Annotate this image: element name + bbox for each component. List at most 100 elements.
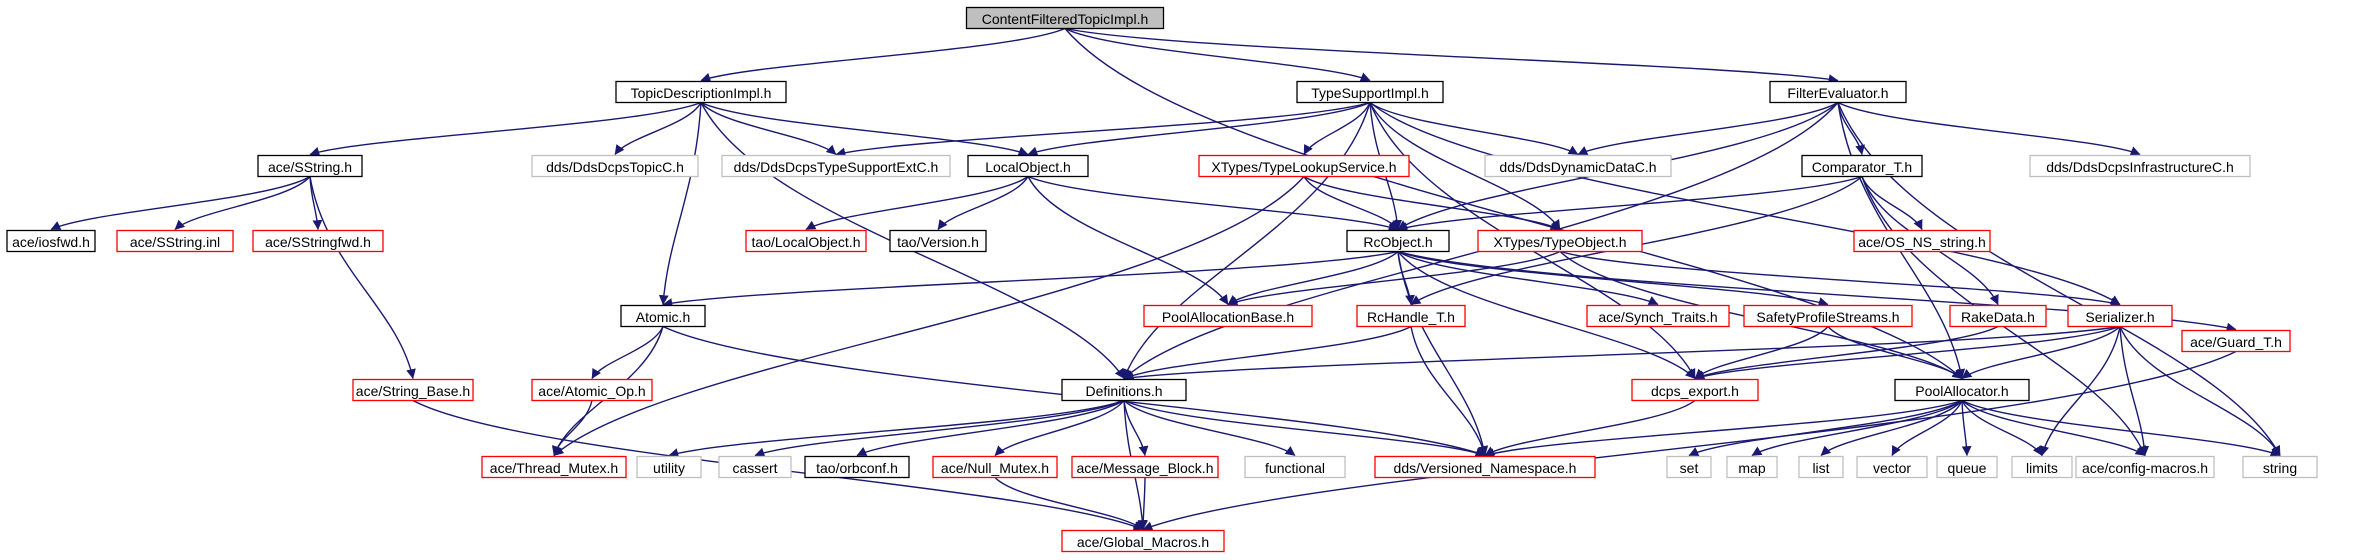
node-box[interactable] xyxy=(257,154,363,178)
node-box[interactable] xyxy=(2011,455,2073,479)
node-box[interactable] xyxy=(965,6,1165,30)
node-box[interactable] xyxy=(1666,455,1712,479)
node-ssr[interactable]: ace/SString.h xyxy=(257,154,363,178)
node-box[interactable] xyxy=(745,229,867,253)
node-ssi[interactable]: ace/SString.inl xyxy=(116,229,234,253)
node-box[interactable] xyxy=(1631,378,1759,402)
node-box[interactable] xyxy=(6,229,96,253)
node-box[interactable] xyxy=(1769,80,1907,104)
node-box[interactable] xyxy=(1484,154,1672,178)
node-box[interactable] xyxy=(804,455,910,479)
node-nmx[interactable]: ace/Null_Mutex.h xyxy=(932,455,1058,479)
node-box[interactable] xyxy=(636,455,702,479)
node-box[interactable] xyxy=(620,304,706,328)
node-box[interactable] xyxy=(1477,229,1643,253)
node-box[interactable] xyxy=(531,154,699,178)
node-tve[interactable]: tao/Version.h xyxy=(889,229,987,253)
node-box[interactable] xyxy=(1244,455,1346,479)
node-box[interactable] xyxy=(1143,304,1313,328)
node-box[interactable] xyxy=(1726,455,1778,479)
node-acm[interactable]: ace/config-macros.h xyxy=(2075,455,2215,479)
node-box[interactable] xyxy=(1801,154,1923,178)
node-box[interactable] xyxy=(932,455,1058,479)
node-ser[interactable]: Serializer.h xyxy=(2067,304,2173,328)
node-box[interactable] xyxy=(1743,304,1913,328)
node-agm[interactable]: ace/Global_Macros.h xyxy=(1061,529,1225,553)
node-aop[interactable]: ace/Atomic_Op.h xyxy=(531,378,653,402)
node-dic[interactable]: dds/DdsDcpsInfrastructureC.h xyxy=(2029,154,2251,178)
node-box[interactable] xyxy=(1198,154,1410,178)
node-box[interactable] xyxy=(1061,378,1187,402)
node-lim[interactable]: limits xyxy=(2011,455,2073,479)
node-xto[interactable]: XTypes/TypeObject.h xyxy=(1477,229,1643,253)
node-sba[interactable]: ace/String_Base.h xyxy=(352,378,474,402)
node-tdi[interactable]: TopicDescriptionImpl.h xyxy=(615,80,787,104)
node-dex[interactable]: dcps_export.h xyxy=(1631,378,1759,402)
node-box[interactable] xyxy=(721,154,951,178)
node-box[interactable] xyxy=(1894,378,2030,402)
node-box[interactable] xyxy=(967,154,1089,178)
node-pab[interactable]: PoolAllocationBase.h xyxy=(1143,304,1313,328)
node-box[interactable] xyxy=(1356,304,1466,328)
node-box[interactable] xyxy=(1949,304,2047,328)
node-box[interactable] xyxy=(1296,80,1444,104)
node-box[interactable] xyxy=(116,229,234,253)
node-loc[interactable]: LocalObject.h xyxy=(967,154,1089,178)
node-box[interactable] xyxy=(1061,529,1225,553)
node-ddd[interactable]: dds/DdsDynamicDataC.h xyxy=(1484,154,1672,178)
node-str[interactable]: string xyxy=(2242,455,2318,479)
node-lst[interactable]: list xyxy=(1798,455,1844,479)
node-box[interactable] xyxy=(2242,455,2318,479)
node-vns[interactable]: dds/Versioned_Namespace.h xyxy=(1374,455,1596,479)
node-rch[interactable]: RcHandle_T.h xyxy=(1356,304,1466,328)
node-def[interactable]: Definitions.h xyxy=(1061,378,1187,402)
node-box[interactable] xyxy=(2181,329,2291,353)
node-box[interactable] xyxy=(2075,455,2215,479)
node-tmx[interactable]: ace/Thread_Mutex.h xyxy=(481,455,627,479)
node-box[interactable] xyxy=(1936,455,1998,479)
node-que[interactable]: queue xyxy=(1936,455,1998,479)
node-utl[interactable]: utility xyxy=(636,455,702,479)
node-pal[interactable]: PoolAllocator.h xyxy=(1894,378,2030,402)
node-fun[interactable]: functional xyxy=(1244,455,1346,479)
node-tsi[interactable]: TypeSupportImpl.h xyxy=(1296,80,1444,104)
node-box[interactable] xyxy=(1853,229,1991,253)
node-syn[interactable]: ace/Synch_Traits.h xyxy=(1586,304,1730,328)
node-set[interactable]: set xyxy=(1666,455,1712,479)
node-ssf[interactable]: ace/SStringfwd.h xyxy=(252,229,384,253)
node-box[interactable] xyxy=(252,229,384,253)
node-box[interactable] xyxy=(1586,304,1730,328)
node-box[interactable] xyxy=(2067,304,2173,328)
node-rco[interactable]: RcObject.h xyxy=(1346,229,1450,253)
node-box[interactable] xyxy=(1374,455,1596,479)
node-dts[interactable]: dds/DdsDcpsTypeSupportExtC.h xyxy=(721,154,951,178)
node-amb[interactable]: ace/Message_Block.h xyxy=(1071,455,1219,479)
node-fev[interactable]: FilterEvaluator.h xyxy=(1769,80,1907,104)
node-ios[interactable]: ace/iosfwd.h xyxy=(6,229,96,253)
node-grd[interactable]: ace/Guard_T.h xyxy=(2181,329,2291,353)
node-map[interactable]: map xyxy=(1726,455,1778,479)
node-orb[interactable]: tao/orbconf.h xyxy=(804,455,910,479)
node-box[interactable] xyxy=(352,378,474,402)
node-cft[interactable]: ContentFilteredTopicImpl.h xyxy=(965,6,1165,30)
node-dtc[interactable]: dds/DdsDcpsTopicC.h xyxy=(531,154,699,178)
node-vec[interactable]: vector xyxy=(1856,455,1928,479)
node-atm[interactable]: Atomic.h xyxy=(620,304,706,328)
node-box[interactable] xyxy=(889,229,987,253)
node-box[interactable] xyxy=(718,455,792,479)
node-ons[interactable]: ace/OS_NS_string.h xyxy=(1853,229,1991,253)
node-rak[interactable]: RakeData.h xyxy=(1949,304,2047,328)
node-box[interactable] xyxy=(481,455,627,479)
node-box[interactable] xyxy=(1071,455,1219,479)
node-tlo[interactable]: tao/LocalObject.h xyxy=(745,229,867,253)
node-cas[interactable]: cassert xyxy=(718,455,792,479)
node-sps[interactable]: SafetyProfileStreams.h xyxy=(1743,304,1913,328)
node-box[interactable] xyxy=(1346,229,1450,253)
node-box[interactable] xyxy=(615,80,787,104)
node-cmp[interactable]: Comparator_T.h xyxy=(1801,154,1923,178)
node-box[interactable] xyxy=(2029,154,2251,178)
node-xtl[interactable]: XTypes/TypeLookupService.h xyxy=(1198,154,1410,178)
node-box[interactable] xyxy=(1798,455,1844,479)
node-box[interactable] xyxy=(1856,455,1928,479)
node-box[interactable] xyxy=(531,378,653,402)
